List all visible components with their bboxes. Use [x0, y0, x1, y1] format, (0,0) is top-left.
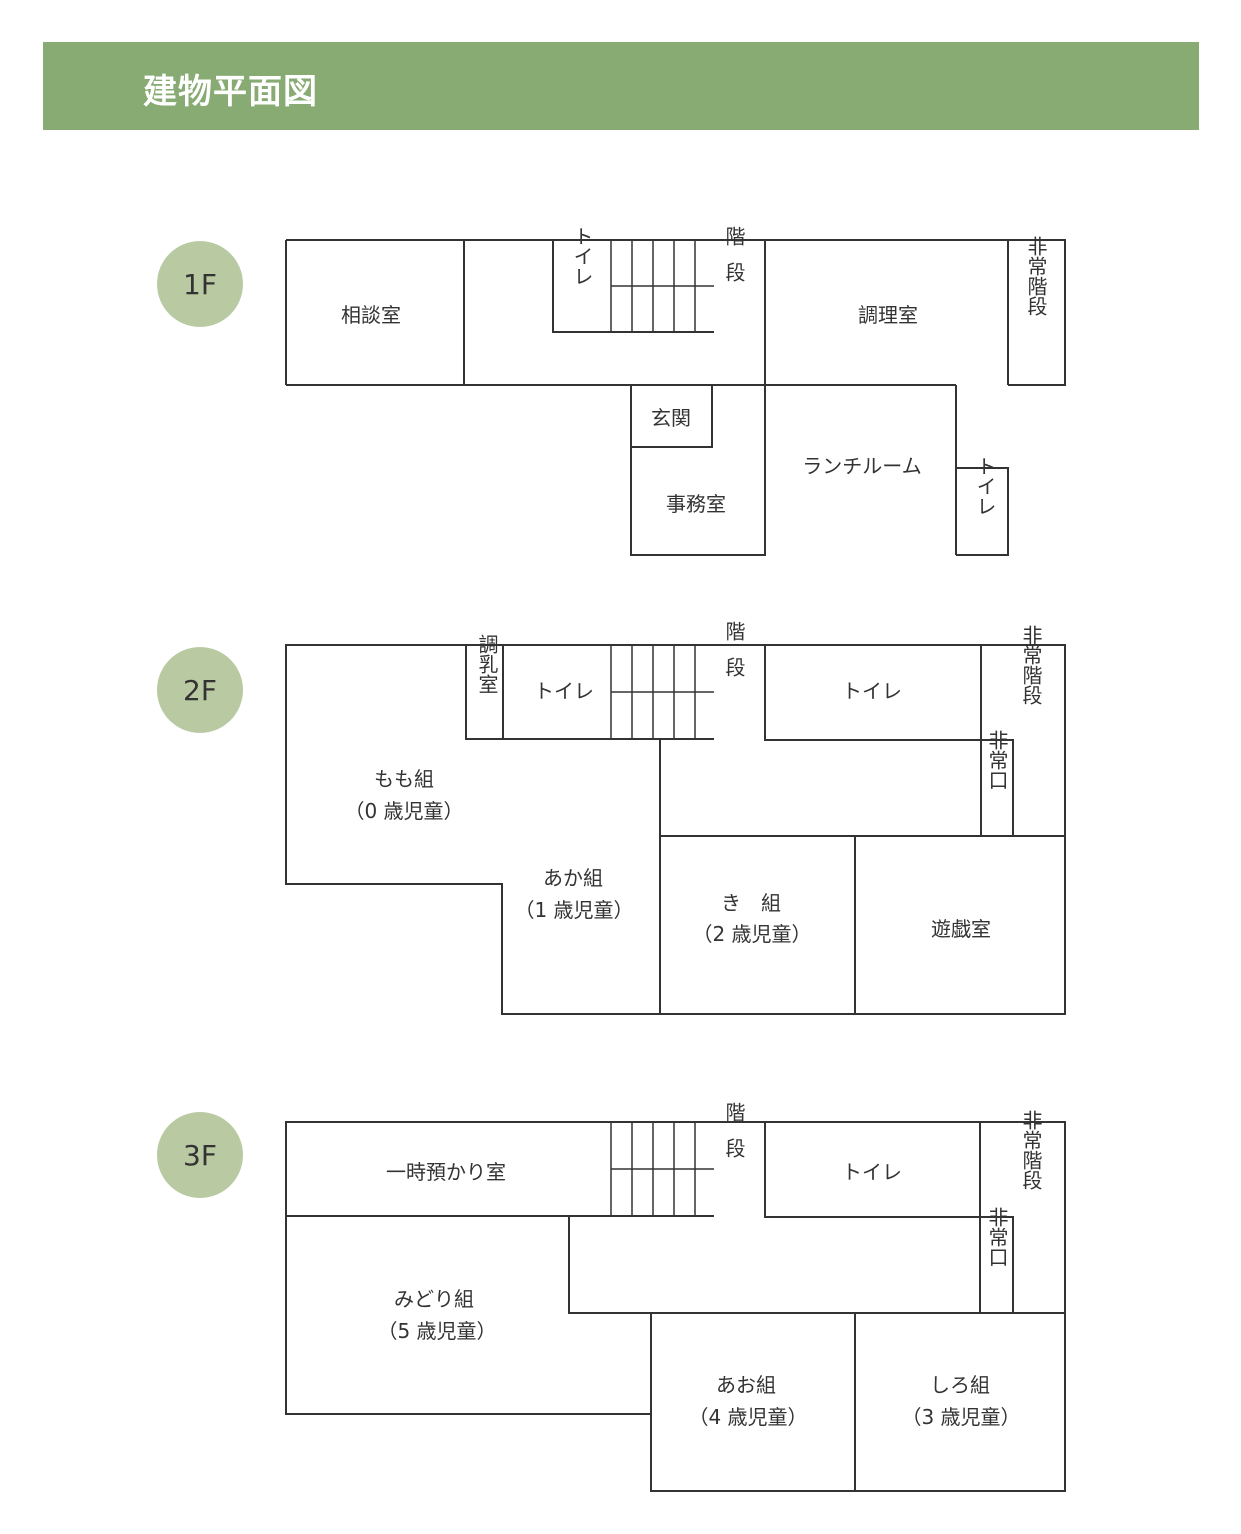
room-chouri: 調理室 [858, 303, 918, 327]
room-ki-age: （2 歳児童） [692, 922, 811, 946]
room-yuugi: 遊戯室 [931, 917, 991, 941]
room-momo-age: （0 歳児童） [344, 799, 463, 823]
room-midori-name: みどり組 [394, 1287, 474, 1311]
room-toilet-1f-a: トイレ [570, 226, 594, 286]
emergency-stairs-2f: 非常階段 [1019, 625, 1043, 705]
emergency-stairs-1f: 非常階段 [1024, 236, 1048, 316]
room-toilet-3f: トイレ [842, 1160, 902, 1184]
room-ao-age: （4 歳児童） [688, 1405, 807, 1429]
floor-badge-1f: 1F [157, 241, 243, 327]
stairs-2f: 階段 [722, 621, 746, 693]
stairs-1f: 階段 [722, 226, 746, 298]
room-chounyu: 調乳室 [475, 634, 499, 694]
emergency-stairs-3f: 非常階段 [1019, 1110, 1043, 1190]
floor-plan-2f: 調乳室 トイレ 階段 トイレ 非常階段 非常口 もも組 （0 歳児童） あか組 … [285, 621, 1066, 1015]
room-soudan: 相談室 [341, 303, 401, 327]
floor-badge-3f: 3F [157, 1112, 243, 1198]
room-momo-name: もも組 [374, 767, 434, 791]
room-ao-name: あお組 [716, 1373, 776, 1397]
room-jimu: 事務室 [666, 492, 726, 516]
room-ichiji: 一時預かり室 [386, 1160, 506, 1184]
room-shiro-age: （3 歳児童） [901, 1405, 1020, 1429]
room-midori-age: （5 歳児童） [377, 1319, 496, 1343]
stairs-3f: 階段 [722, 1102, 746, 1174]
emergency-exit-2f: 非常口 [985, 730, 1009, 790]
emergency-exit-3f: 非常口 [985, 1207, 1009, 1267]
room-aka-name: あか組 [543, 866, 603, 890]
floor-plan-3f: 一時預かり室 階段 トイレ 非常階段 非常口 みどり組 （5 歳児童） あお組 … [285, 1102, 1066, 1492]
room-shiro-name: しろ組 [930, 1373, 990, 1397]
floor-plan-1f: 相談室 トイレ 階段 調理室 非常階段 玄関 ランチルーム 事務室 トイレ [285, 226, 1066, 556]
room-aka-age: （1 歳児童） [514, 898, 633, 922]
floor-badge-2f: 2F [157, 647, 243, 733]
room-genkan: 玄関 [651, 406, 691, 430]
title-banner: 建物平面図 [43, 42, 1199, 130]
room-lunch: ランチルーム [802, 454, 921, 478]
room-toilet-2f-b: トイレ [842, 679, 902, 703]
room-toilet-2f-a: トイレ [534, 679, 594, 703]
room-ki-name: き 組 [721, 891, 781, 915]
room-toilet-1f-b: トイレ [973, 456, 997, 516]
page-title: 建物平面図 [143, 72, 318, 112]
